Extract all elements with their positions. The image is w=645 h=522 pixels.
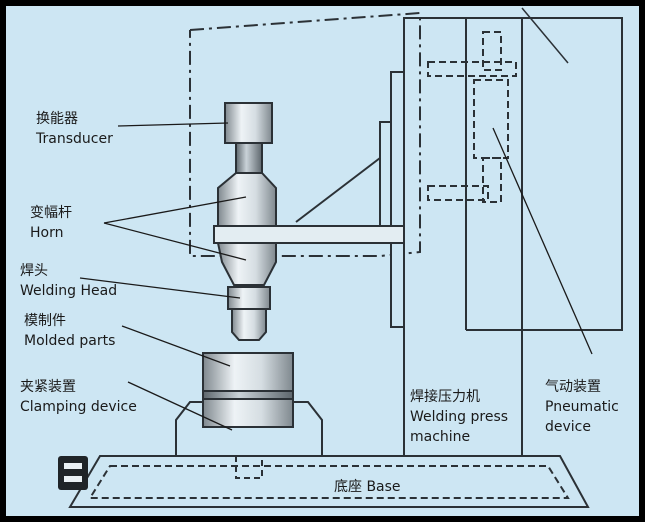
label-clamping-en: Clamping device <box>20 399 137 415</box>
bracket-brace <box>295 157 381 223</box>
label-base: 底座 Base <box>334 479 401 495</box>
label-welding-press-en2: machine <box>410 429 471 445</box>
label-horn-en: Horn <box>30 225 64 241</box>
label-welding-head: 焊头 Welding Head <box>20 261 117 301</box>
label-transducer: 换能器 Transducer <box>36 109 113 149</box>
transducer <box>224 102 273 144</box>
cylinder-top <box>482 31 502 71</box>
base-handle <box>58 456 88 490</box>
label-welding-head-en: Welding Head <box>20 283 118 299</box>
base-slot <box>235 455 263 479</box>
label-pneumatic-zh: 气动装置 <box>545 379 601 395</box>
label-pneumatic-en2: device <box>545 419 591 435</box>
base-handle-knob <box>64 463 82 469</box>
label-horn: 变幅杆 Horn <box>30 203 72 243</box>
welding-head-top <box>227 286 271 310</box>
cylinder-link-upper <box>427 61 517 77</box>
leader-molded-parts <box>121 325 231 367</box>
molded-part-band <box>202 390 294 400</box>
cylinder-link-lower <box>427 185 489 201</box>
label-clamping-device: 夹紧装置 Clamping device <box>20 377 137 417</box>
label-welding-press-en1: Welding press <box>410 409 509 425</box>
pneumatic-box <box>466 17 623 331</box>
transducer-neck <box>235 142 263 174</box>
cylinder-body <box>473 79 509 159</box>
label-welding-press: 焊接压力机 Welding press machine <box>410 387 508 447</box>
label-molded-parts-zh: 模制件 <box>24 313 66 329</box>
label-molded-parts-en: Molded parts <box>24 333 116 349</box>
label-horn-zh: 变幅杆 <box>30 205 72 221</box>
cylinder-bottom <box>482 157 502 203</box>
label-pneumatic: 气动装置 Pneumatic device <box>545 377 619 437</box>
clamping-device <box>175 401 323 457</box>
leader-pneumatic <box>492 127 593 355</box>
leader-welding-head <box>79 277 241 299</box>
label-pneumatic-en1: Pneumatic <box>545 399 619 415</box>
welding-head-tip <box>231 308 267 341</box>
label-molded-parts: 模制件 Molded parts <box>24 311 115 351</box>
leader-transducer <box>117 122 229 127</box>
label-welding-press-zh: 焊接压力机 <box>410 389 480 405</box>
slide-plate <box>390 71 405 328</box>
molded-part <box>202 352 294 392</box>
leader-clamping <box>127 381 233 431</box>
base-handle-knob-2 <box>64 476 82 482</box>
label-clamping-zh: 夹紧装置 <box>20 379 76 395</box>
horn-upper <box>217 172 277 227</box>
base-inner-dashed <box>88 465 570 499</box>
horn-lower <box>216 242 277 286</box>
arm <box>213 225 405 244</box>
label-transducer-zh: 换能器 <box>36 111 78 127</box>
label-transducer-en: Transducer <box>36 131 113 147</box>
label-welding-head-zh: 焊头 <box>20 263 48 279</box>
base <box>68 455 590 508</box>
leader-horn-1 <box>103 196 247 224</box>
leader-horn-2 <box>103 222 247 261</box>
